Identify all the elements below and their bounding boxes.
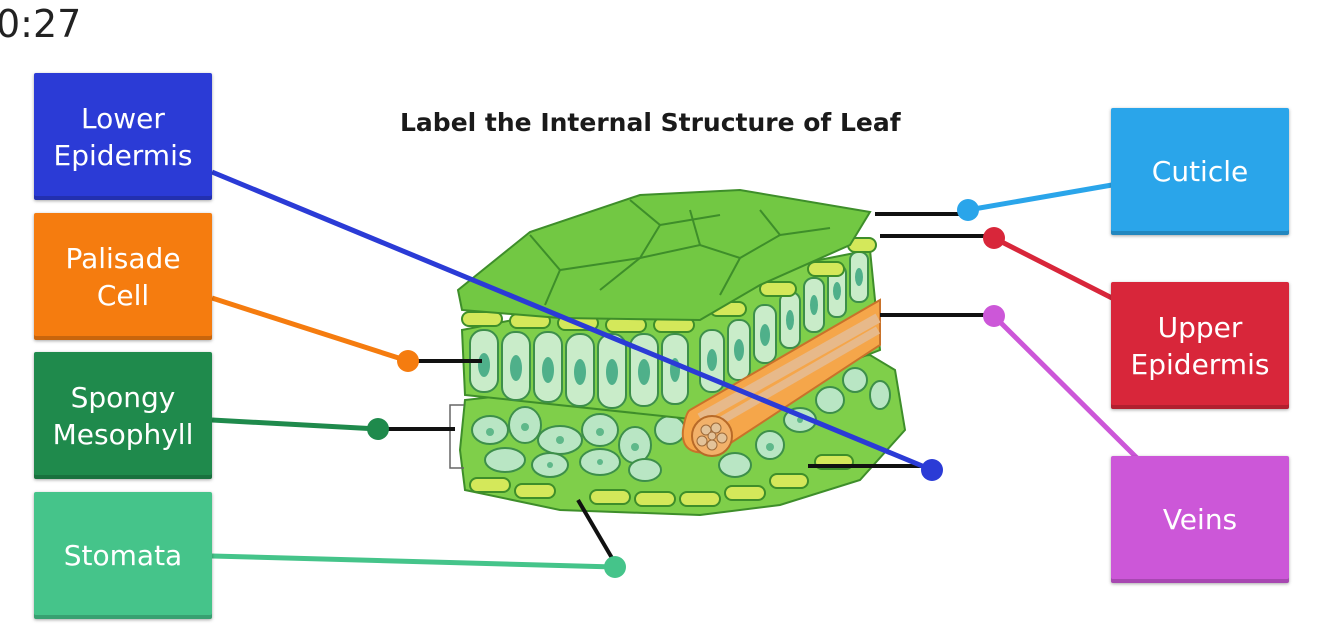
timer: 0:27 bbox=[0, 2, 82, 46]
leaf-top-surface bbox=[456, 188, 872, 322]
label-lower-epidermis[interactable]: Lower Epidermis bbox=[34, 73, 212, 200]
dot-palisade-cell bbox=[397, 350, 419, 372]
lower-epidermis-cells bbox=[469, 454, 854, 507]
connector-cuticle bbox=[967, 182, 1113, 213]
label-stomata[interactable]: Stomata bbox=[34, 492, 212, 619]
label-text: Cuticle bbox=[1151, 155, 1249, 188]
label-upper-epidermis[interactable]: Upper Epidermis bbox=[1111, 282, 1289, 409]
label-spongy-mesophyll[interactable]: Spongy Mesophyll bbox=[34, 352, 212, 479]
connector-upper-epidermis bbox=[992, 235, 1114, 301]
label-text: Upper Epidermis bbox=[1130, 310, 1270, 381]
diagram-title: Label the Internal Structure of Leaf bbox=[400, 108, 901, 137]
connector-veins bbox=[992, 314, 1139, 460]
label-palisade-cell[interactable]: Palisade Cell bbox=[34, 213, 212, 340]
dot-stomata bbox=[604, 556, 626, 578]
label-text: Stomata bbox=[63, 539, 183, 572]
connector-stomata bbox=[211, 553, 616, 570]
connector-palisade-cell bbox=[211, 295, 409, 364]
spongy-bracket bbox=[449, 404, 464, 469]
label-text: Palisade Cell bbox=[65, 241, 181, 312]
dot-veins bbox=[983, 305, 1005, 327]
dot-spongy-mesophyll bbox=[367, 418, 389, 440]
top-surface-veins bbox=[529, 199, 831, 306]
connector-spongy-mesophyll bbox=[211, 417, 379, 432]
connector-lower-epidermis bbox=[211, 169, 933, 473]
label-veins[interactable]: Veins bbox=[1111, 456, 1289, 583]
upper-epidermis-cells bbox=[461, 237, 877, 333]
dot-cuticle bbox=[957, 199, 979, 221]
pointer-lines bbox=[378, 212, 994, 560]
label-text: Veins bbox=[1162, 503, 1238, 536]
spongy-nuclei bbox=[486, 417, 803, 468]
dot-lower-epidermis bbox=[921, 459, 943, 481]
label-text: Lower Epidermis bbox=[53, 101, 193, 172]
label-text: Spongy Mesophyll bbox=[52, 380, 194, 451]
dot-upper-epidermis bbox=[983, 227, 1005, 249]
label-cuticle[interactable]: Cuticle bbox=[1111, 108, 1289, 235]
